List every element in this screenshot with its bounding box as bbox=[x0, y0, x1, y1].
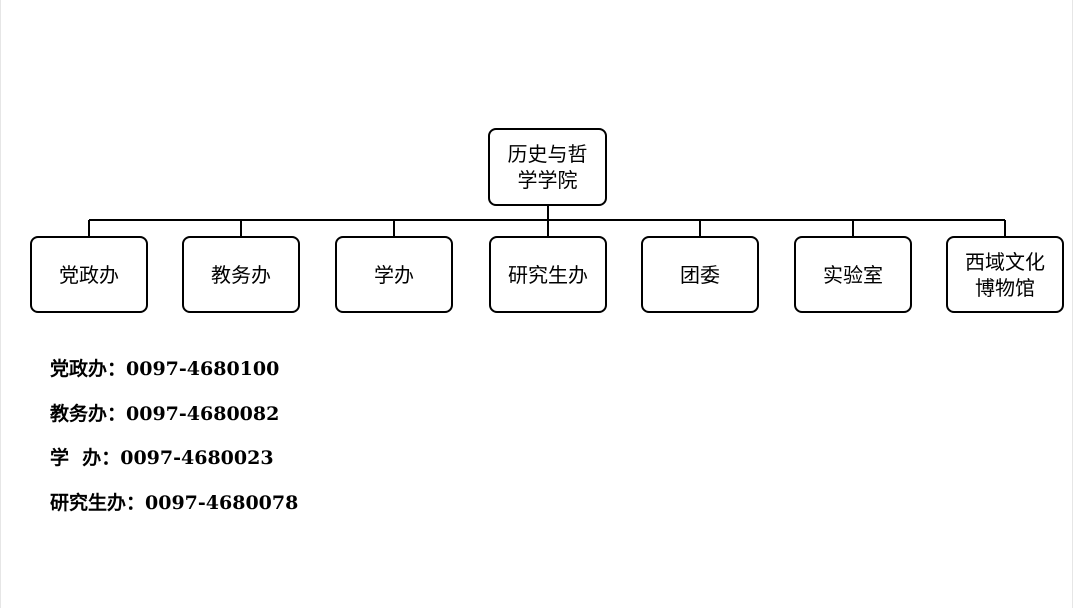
contact-phone: 0097-4680078 bbox=[145, 491, 299, 514]
org-node-laboratory: 实验室 bbox=[794, 236, 912, 313]
contact-phone: 0097-4680100 bbox=[126, 358, 280, 380]
contact-label: 党政办： bbox=[50, 358, 127, 380]
org-root-node: 历史与哲 学学院 bbox=[488, 128, 607, 206]
org-node-museum: 西域文化 博物馆 bbox=[946, 236, 1064, 313]
org-node-youth-league: 团委 bbox=[641, 236, 759, 313]
org-node-party-office: 党政办 bbox=[30, 236, 148, 313]
org-node-academic-office: 教务办 bbox=[182, 236, 300, 313]
contact-item: 教务办：0097-4680082 bbox=[50, 397, 298, 442]
contact-phone: 0097-4680082 bbox=[126, 402, 280, 425]
contact-label: 学 办： bbox=[50, 447, 121, 469]
org-node-label: 团委 bbox=[680, 262, 720, 287]
contact-item: 研究生办：0097-4680078 bbox=[50, 486, 298, 531]
org-root-label: 历史与哲 学学院 bbox=[507, 142, 588, 192]
org-node-label: 教务办 bbox=[211, 262, 271, 287]
contact-item: 党政办：0097-4680100 bbox=[50, 352, 298, 397]
org-node-label: 研究生办 bbox=[508, 262, 588, 287]
contact-item: 学 办：0097-4680023 bbox=[50, 441, 298, 486]
contact-phone: 0097-4680023 bbox=[120, 447, 274, 469]
org-node-label: 党政办 bbox=[59, 262, 119, 287]
contact-label: 研究生办： bbox=[50, 491, 146, 514]
org-node-graduate-office: 研究生办 bbox=[489, 236, 607, 313]
org-node-label: 西域文化 博物馆 bbox=[965, 249, 1045, 300]
org-node-label: 学办 bbox=[374, 262, 414, 287]
org-node-label: 实验室 bbox=[823, 262, 883, 287]
org-node-student-office: 学办 bbox=[335, 236, 453, 313]
contact-list: 党政办：0097-4680100 教务办：0097-4680082 学 办：00… bbox=[50, 352, 298, 530]
contact-label: 教务办： bbox=[50, 402, 127, 425]
